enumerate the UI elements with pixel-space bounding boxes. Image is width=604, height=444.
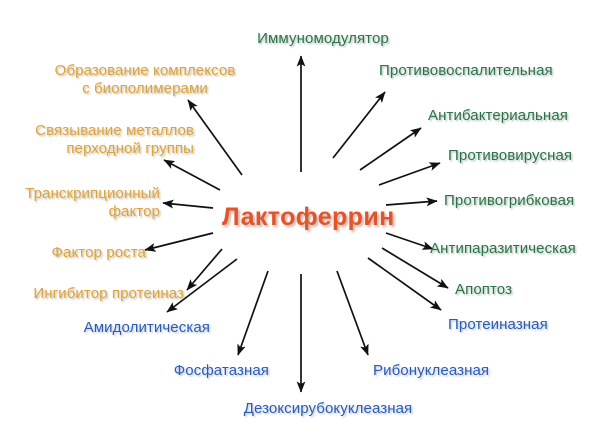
arrow-to-biopolymer-complex-formation: [187, 99, 243, 176]
node-label-transition-metal-binding: Связывание металлов перходной группы: [35, 122, 194, 157]
node-label-deoxyribonuclease-activity: Дезоксирубокуклеазная: [243, 400, 413, 417]
node-label-phosphatase-activity: Фосфатазная: [173, 362, 269, 379]
node-label-anti-inflammatory: Противовоспалительная: [379, 62, 553, 79]
node-label-immunomodulator: Иммуномодулятор: [257, 30, 389, 47]
node-label-growth-factor: Фактор роста: [51, 244, 146, 261]
arrow-to-phosphatase-activity: [237, 270, 269, 356]
arrow-to-ribonuclease-activity: [336, 270, 369, 356]
arrow-to-proteinase-inhibitor: [186, 248, 223, 291]
arrow-to-transcription-factor: [162, 199, 214, 209]
arrow-to-transition-metal-binding: [163, 159, 221, 191]
arrow-to-anti-inflammatory: [332, 91, 386, 159]
node-label-ribonuclease-activity: Рибонуклеазная: [373, 362, 490, 379]
arrow-to-antibacterial: [359, 127, 422, 171]
arrow-to-growth-factor: [144, 232, 214, 252]
node-label-proteinase-inhibitor: Ингибитор протеиназ: [33, 285, 184, 302]
arrow-to-antiparasitic: [385, 232, 434, 250]
arrow-to-antiviral: [378, 162, 441, 186]
node-label-proteinase-activity: Протеиназная: [448, 316, 548, 333]
node-label-biopolymer-complex-formation: Образование комплексов с биополимерами: [54, 62, 236, 97]
arrow-to-proteinase-activity: [367, 257, 442, 311]
node-label-amidolytic-activity: Амидолитическая: [83, 319, 210, 336]
node-label-apoptosis: Апоптоз: [455, 281, 513, 298]
node-label-antifungal: Противогрибковая: [444, 192, 575, 209]
center-label-lactoferrin: Лактоферрин: [222, 203, 395, 231]
node-label-transcription-factor: Транскрипционный фактор: [25, 185, 160, 220]
node-label-antiviral: Противовирусная: [448, 147, 573, 164]
node-label-antiparasitic: Антипаразитическая: [430, 240, 576, 257]
node-label-antibacterial: Антибактериальная: [428, 107, 568, 124]
